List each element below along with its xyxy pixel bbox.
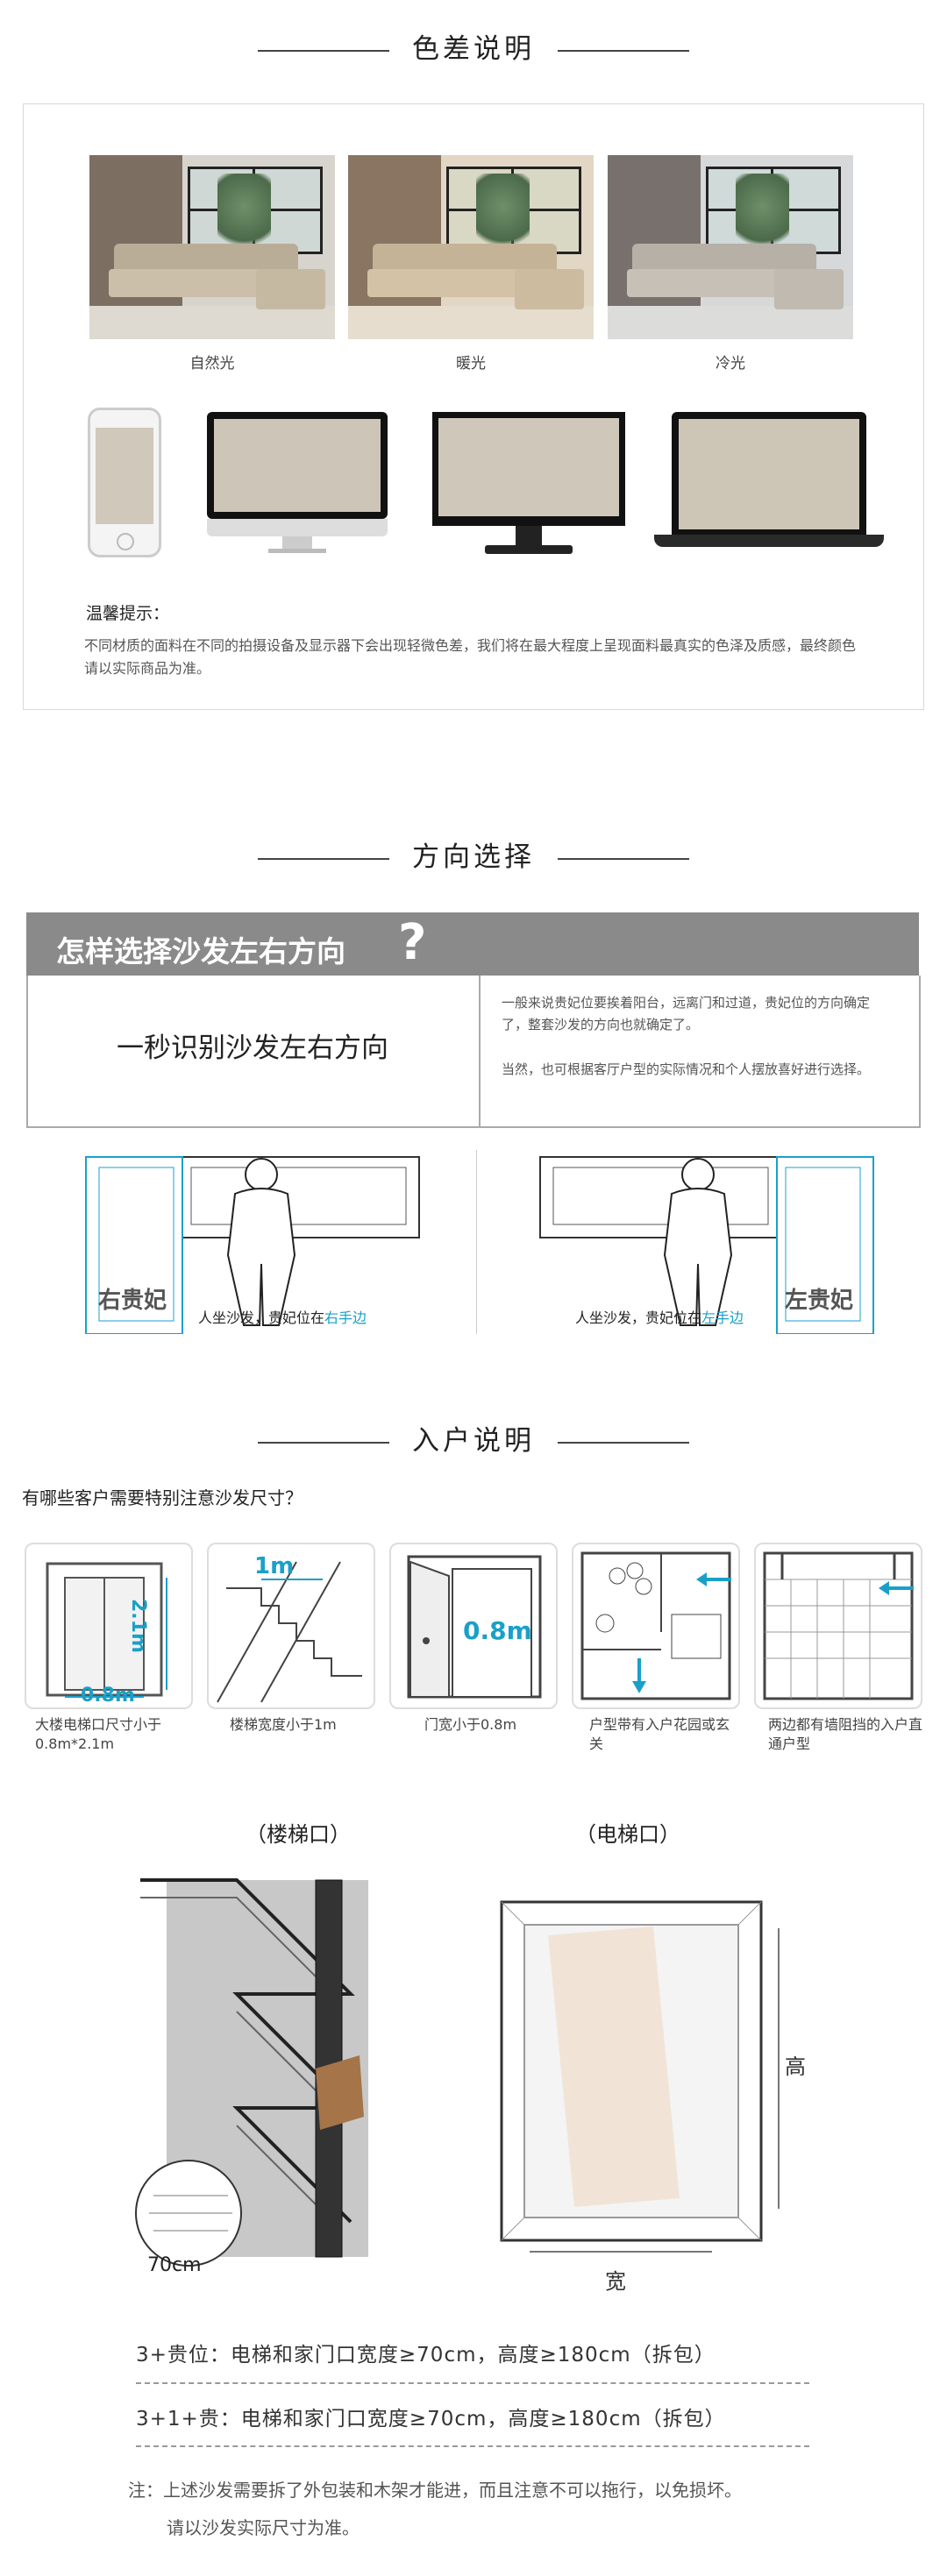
left-chaise-caption-a: 人坐沙发，贵妃位在 (575, 1309, 702, 1326)
elevator-width-line (530, 2251, 712, 2253)
direction-left-heading: 一秒识别沙发左右方向 (117, 1033, 388, 1064)
laptop-device-icon (654, 412, 884, 552)
stair-title: （楼梯口） (246, 1822, 351, 1847)
requirement-divider-1 (136, 2382, 809, 2384)
entry-question: 有哪些客户需要特别注意沙发尺寸？ (22, 1487, 303, 1508)
elevator-height-dim: 2.1m (127, 1599, 149, 1653)
right-chaise-caption-b: 右手边 (324, 1309, 367, 1326)
entry-note-1: 注：上述沙发需要拆了外包装和木架才能进，而且注意不可以拖行，以免损坏。 (128, 2480, 742, 2501)
stair-width-dim: 1m (254, 1553, 295, 1579)
left-chaise-caption-b: 左手边 (701, 1309, 744, 1326)
elevator-width-dim: 0.8m (81, 1685, 135, 1707)
photo-natural-light (89, 155, 335, 339)
direction-banner-text: 怎样选择沙发左右方向 (56, 934, 345, 969)
door-width-dim: 0.8m (463, 1616, 532, 1645)
right-chaise-caption-a: 人坐沙发，贵妃位在 (198, 1309, 325, 1326)
caption-cool-light: 冷光 (716, 355, 745, 373)
through-entry-caption: 两边都有墙阻挡的入户直通户型 (768, 1716, 923, 1752)
phone-device-icon (88, 408, 161, 557)
section-title-direction-text: 方向选择 (412, 841, 535, 873)
right-chaise-label: 右贵妃 (98, 1288, 167, 1314)
door-width-card: 0.8m (389, 1543, 558, 1709)
photo-cool-light (608, 155, 853, 339)
elevator-door-caption: 大楼电梯口尺寸小于0.8m*2.1m (35, 1716, 162, 1752)
elevator-height-line (778, 1928, 780, 2209)
monitor-device-icon (432, 412, 625, 557)
section-title-entry-text: 入户说明 (412, 1425, 535, 1457)
direction-para-1: 一般来说贵妃位要挨着阳台，远离门和过道，贵妃位的方向确定了，整套沙发的方向也就确… (502, 995, 871, 1033)
direction-banner: 怎样选择沙发左右方向 ? (26, 912, 919, 976)
requirement-2: 3+1+贵：电梯和家门口宽度≥70cm，高度≥180cm（拆包） (136, 2408, 726, 2431)
elevator-height-label: 高 (785, 2054, 806, 2079)
direction-explain-box (26, 976, 921, 1128)
elevator-title: （电梯口） (575, 1822, 680, 1847)
left-chaise-diagram (531, 1150, 882, 1335)
section-title-color: 色差说明 (0, 26, 947, 66)
caption-natural-light: 自然光 (189, 355, 235, 373)
entry-garden-card (572, 1543, 740, 1709)
elevator-width-label: 宽 (605, 2269, 626, 2294)
tip-title: 温馨提示： (86, 604, 170, 623)
through-entry-card (754, 1543, 922, 1709)
direction-divider (479, 976, 481, 1128)
imac-device-icon (207, 412, 388, 554)
left-chaise-caption: 人坐沙发，贵妃位在左手边 (575, 1306, 744, 1327)
requirement-divider-2 (136, 2445, 809, 2447)
right-chaise-caption: 人坐沙发，贵妃位在右手边 (198, 1306, 367, 1327)
requirement-1: 3+贵位：电梯和家门口宽度≥70cm，高度≥180cm（拆包） (136, 2344, 716, 2367)
stair-width-caption: 楼梯宽度小于1m (230, 1716, 337, 1733)
right-chaise-diagram (77, 1150, 428, 1335)
direction-para-2: 当然，也可根据客厅户型的实际情况和个人摆放喜好进行选择。 (502, 1061, 871, 1077)
elevator-door-card: 2.1m 0.8m (25, 1543, 193, 1709)
door-width-caption: 门宽小于0.8m (424, 1716, 517, 1733)
entry-garden-caption: 户型带有入户花园或玄关 (589, 1716, 730, 1752)
question-mark-icon: ? (398, 914, 427, 971)
stair-dimension: 70cm (147, 2254, 202, 2276)
elevator-diagram (500, 1900, 763, 2242)
section-title-color-text: 色差说明 (412, 33, 535, 65)
photo-warm-light (348, 155, 594, 339)
caption-warm-light: 暖光 (456, 355, 486, 373)
section-title-entry: 入户说明 (0, 1418, 947, 1458)
section-title-direction: 方向选择 (0, 834, 947, 874)
stair-width-card: 1m (207, 1543, 375, 1709)
left-chaise-label: 左贵妃 (785, 1288, 854, 1314)
scene-separator (476, 1150, 477, 1334)
entry-note-2: 请以沙发实际尺寸为准。 (167, 2517, 360, 2538)
stairwell-diagram (132, 1863, 395, 2274)
tip-text: 不同材质的面料在不同的拍摄设备及显示器下会出现轻微色差，我们将在最大程度上呈现面… (84, 637, 857, 677)
